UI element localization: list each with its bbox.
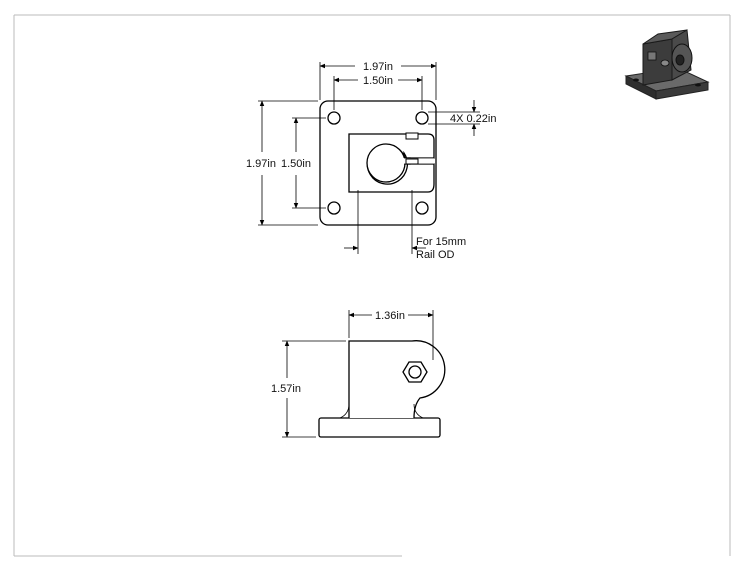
overall-height-label: 1.97in bbox=[246, 158, 276, 170]
dimension-overall-height: 1.97in bbox=[246, 100, 318, 226]
side-view-part bbox=[318, 340, 446, 438]
mounting-hole-top-right bbox=[415, 111, 429, 125]
rail-bore-circle bbox=[366, 143, 406, 183]
clamp-screw-tip bbox=[405, 158, 419, 165]
hole-callout-label: 4X 0.22in bbox=[450, 113, 496, 125]
bore-note-line1: For 15mm bbox=[416, 236, 466, 248]
mounting-hole-bottom-left bbox=[327, 201, 341, 215]
side-height-label: 1.57in bbox=[271, 383, 301, 395]
hole-spacing-x-label: 1.50in bbox=[363, 75, 393, 87]
bore-note-line2: Rail OD bbox=[416, 249, 455, 261]
dimension-hole-spacing-x: 1.50in bbox=[333, 75, 423, 110]
dimension-overall-width: 1.97in bbox=[319, 61, 437, 100]
top-view-part bbox=[319, 100, 437, 226]
side-clamp-body bbox=[348, 340, 446, 419]
3d-part-preview-icon bbox=[624, 29, 710, 100]
dimension-side-width: 1.36in bbox=[348, 310, 434, 360]
dimension-hole-spacing-y: 1.50in bbox=[281, 117, 326, 209]
dimension-hole-diameter: 4X 0.22in bbox=[428, 100, 496, 136]
mounting-hole-top-left bbox=[327, 111, 341, 125]
sheet-border bbox=[13, 14, 731, 557]
overall-width-label: 1.97in bbox=[363, 61, 393, 73]
hole-spacing-y-label: 1.50in bbox=[281, 158, 311, 170]
mounting-hole-bottom-right bbox=[415, 201, 429, 215]
side-base-flange bbox=[318, 417, 441, 438]
clamp-screw-head bbox=[405, 132, 419, 140]
dimension-bore: For 15mm Rail OD bbox=[344, 190, 466, 261]
side-width-label: 1.36in bbox=[375, 310, 405, 322]
screw-end bbox=[408, 365, 422, 379]
dimension-side-height: 1.57in bbox=[271, 340, 346, 438]
